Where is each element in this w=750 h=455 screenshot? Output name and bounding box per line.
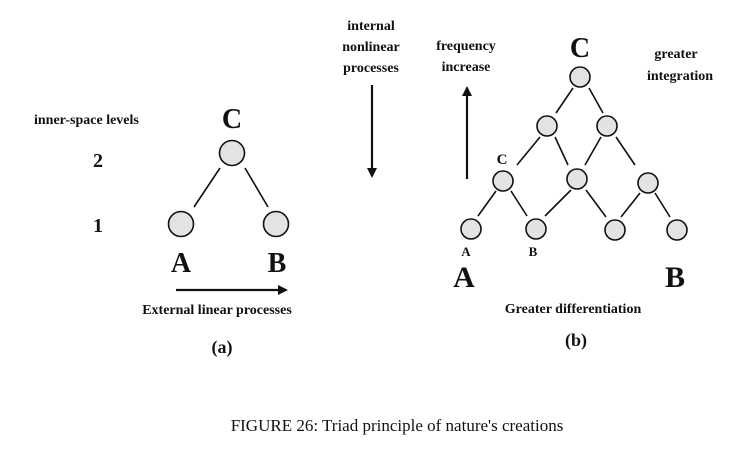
level-1-label: 1: [93, 215, 103, 237]
lattice-edge: [615, 136, 636, 166]
sub-c-label: C: [497, 152, 508, 168]
node-r3-1: [536, 115, 558, 137]
node-b: [262, 210, 290, 238]
edge-c-b: [244, 167, 269, 208]
node-r1-3: [604, 219, 626, 241]
internal-line1: internal: [347, 19, 395, 34]
panel-b: C greater integration C A B A: [453, 33, 713, 351]
frequency-line1: frequency: [436, 39, 496, 54]
node-r3-2: [596, 115, 618, 137]
node-r2-1: [492, 170, 514, 192]
figure-caption: FIGURE 26: Triad principle of nature's c…: [231, 416, 564, 435]
edge-c-a: [193, 167, 221, 208]
greater-line1: greater: [654, 47, 697, 62]
top-c-label: C: [222, 104, 242, 135]
lattice-edge: [585, 189, 607, 218]
lattice-edge: [584, 136, 602, 166]
greater-differentiation-label: Greater differentiation: [505, 302, 642, 317]
external-linear-processes-label: External linear processes: [142, 303, 292, 318]
b-label: B: [268, 248, 287, 279]
lattice-edge: [544, 189, 572, 217]
lattice-edge: [516, 136, 541, 166]
lattice-edge: [588, 87, 604, 114]
lattice-edge: [477, 190, 497, 217]
lattice-edge: [654, 192, 671, 218]
node-c: [218, 139, 246, 167]
big-b-label: B: [665, 261, 685, 294]
panel-a: inner-space levels 2 1 C A B External li…: [34, 104, 292, 358]
lattice-edge: [620, 192, 641, 218]
frequency-line2: increase: [442, 60, 491, 75]
sub-b-label: B: [529, 244, 538, 259]
sub-a-label: A: [461, 244, 471, 259]
panel-b-label: (b): [565, 330, 587, 351]
lattice-edge: [554, 136, 569, 166]
node-r1-2: [525, 218, 547, 240]
panel-a-label: (a): [212, 337, 233, 358]
top-c-label-b: C: [570, 33, 590, 64]
integration-line2: integration: [647, 69, 713, 84]
internal-line2: nonlinear: [342, 40, 400, 55]
internal-line3: processes: [343, 61, 399, 76]
a-label: A: [171, 248, 192, 279]
node-r1-1: [460, 218, 482, 240]
node-top: [569, 66, 591, 88]
node-r2-3: [637, 172, 659, 194]
lattice-edges: [477, 87, 671, 218]
big-a-label: A: [453, 261, 475, 294]
lattice-edge: [555, 87, 574, 114]
node-r1-4: [666, 219, 688, 241]
node-a: [167, 210, 195, 238]
level-2-label: 2: [93, 150, 103, 172]
middle-annotations: internal nonlinear processes frequency i…: [342, 19, 496, 179]
lattice-edge: [510, 190, 528, 217]
node-r2-2: [566, 168, 588, 190]
inner-space-levels-label: inner-space levels: [34, 113, 139, 128]
